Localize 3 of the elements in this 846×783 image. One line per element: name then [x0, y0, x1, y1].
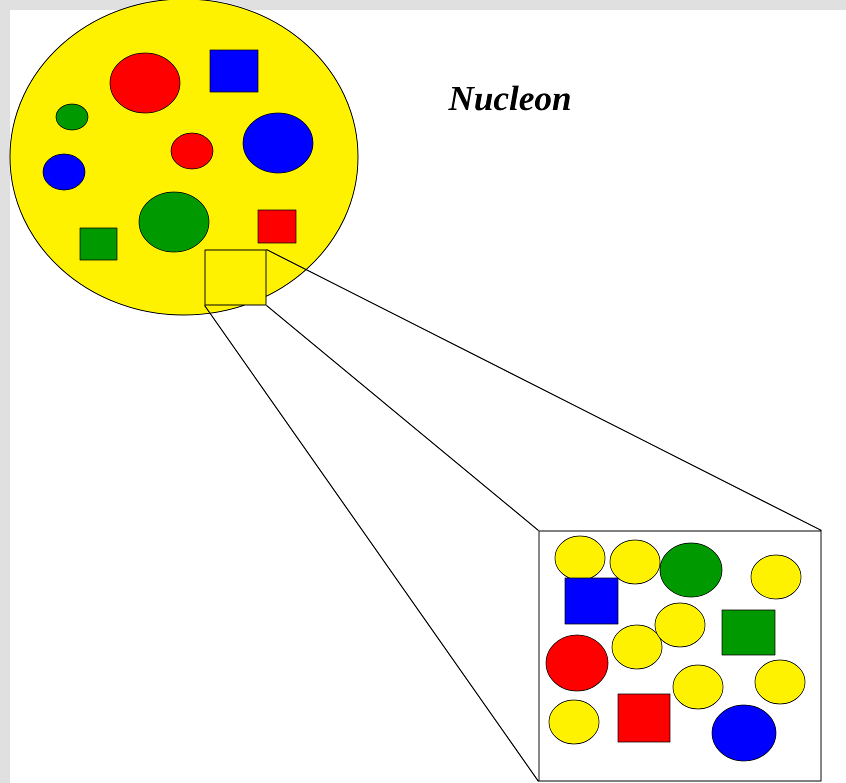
zoom-box — [204, 250, 266, 306]
zoom-line — [266, 305, 539, 531]
heading: Nucleon — [448, 86, 570, 110]
